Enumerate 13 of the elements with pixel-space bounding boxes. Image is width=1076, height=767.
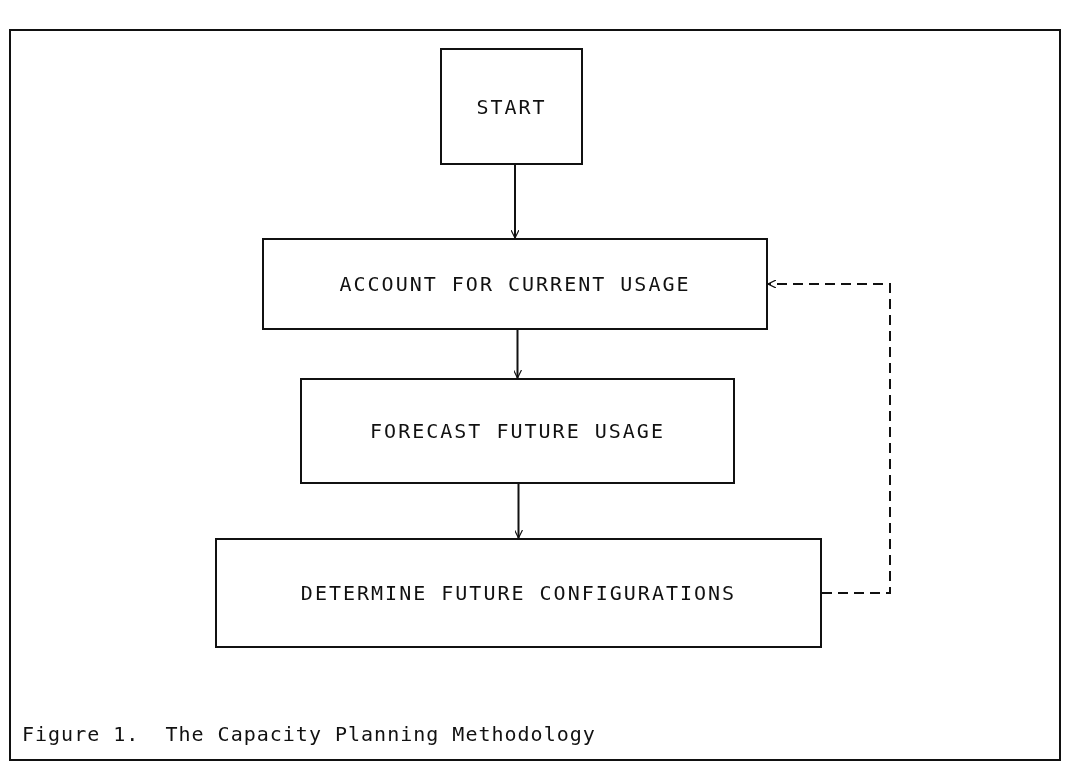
figure-caption: Figure 1. The Capacity Planning Methodology [22,722,596,746]
arrow [513,483,524,539]
process-box [440,48,583,165]
process-box [215,538,822,648]
arrow [510,164,520,239]
box-label: ACCOUNT FOR CURRENT USAGE [339,272,691,296]
arrow [512,329,523,379]
process-box [262,238,768,330]
box-label: START [476,94,547,119]
arrow [767,279,891,594]
box-label: DETERMINE FUTURE CONFIGURATIONS [300,581,737,605]
box-label: FORECAST FUTURE USAGE [370,419,665,443]
process-box [300,378,735,484]
